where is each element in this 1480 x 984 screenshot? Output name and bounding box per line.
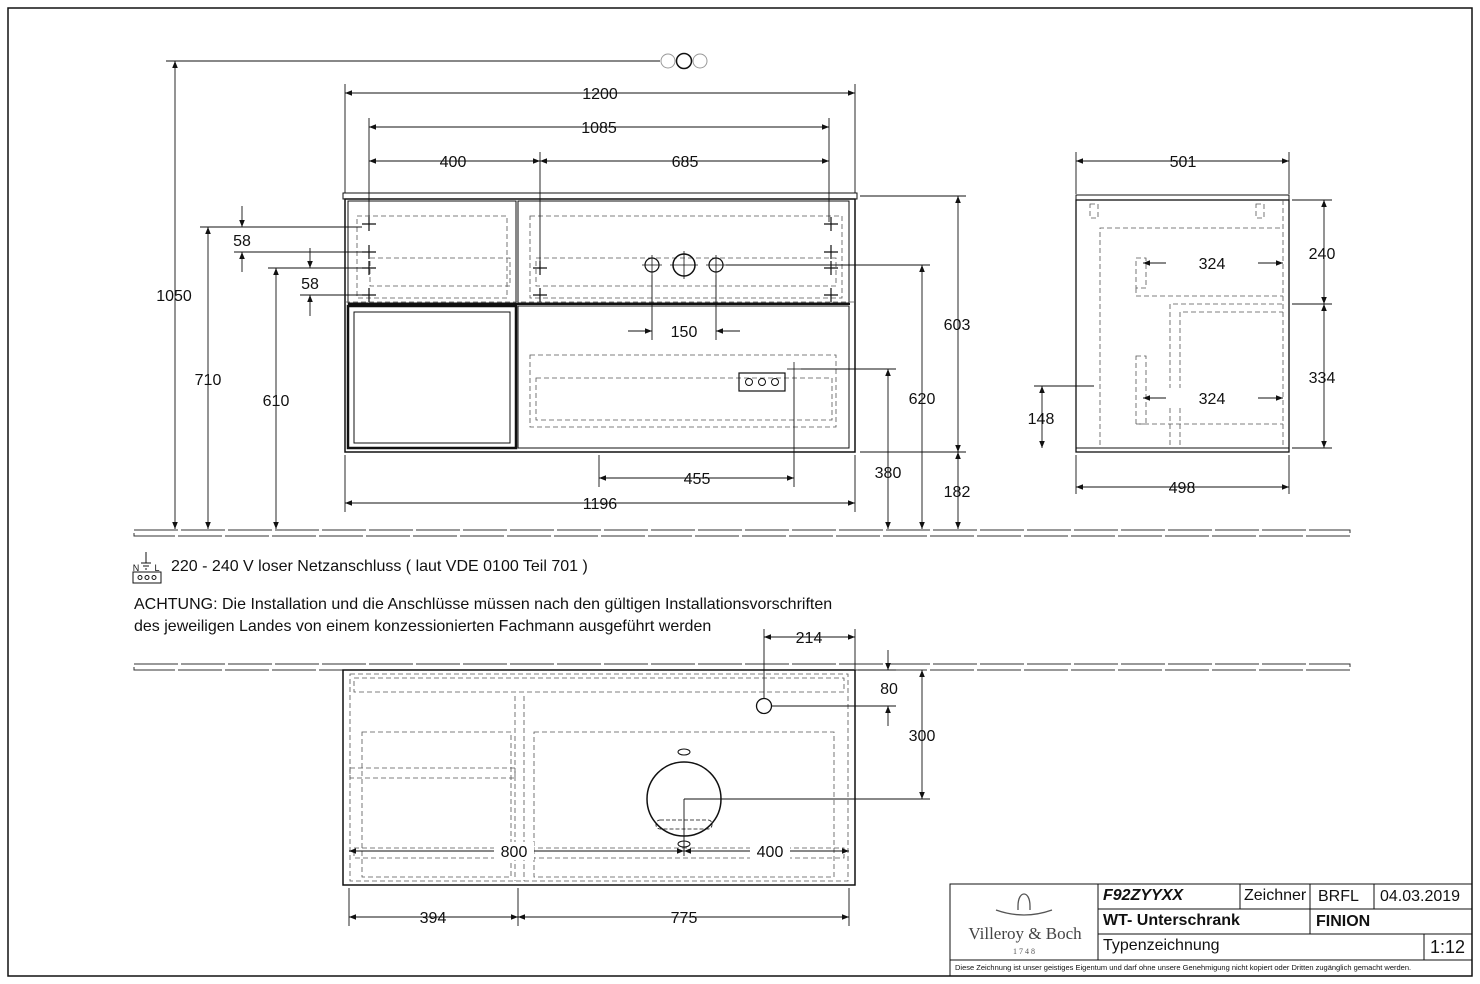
dim-width-1200: 1200 <box>582 86 618 103</box>
article-number: F92ZYYXX <box>1103 887 1184 904</box>
title-block-grid <box>949 883 1473 977</box>
power-symbol-n: N <box>133 563 140 573</box>
power-connection-note: 220 - 240 V loser Netzanschluss ( laut V… <box>171 558 588 575</box>
product-series: FINION <box>1316 913 1371 930</box>
dim-tap-spacing-150: 150 <box>671 324 698 341</box>
drawing-scale: 1:12 <box>1430 937 1466 957</box>
brand-name: Villeroy & Boch <box>968 924 1082 943</box>
product-description: WT- Unterschrank <box>1103 912 1240 929</box>
dim-depth-501: 501 <box>1170 154 1197 171</box>
dim-width-775: 775 <box>671 910 698 927</box>
brand-logo-mark <box>995 893 1053 916</box>
top-view <box>342 669 856 886</box>
top-dimension-lines <box>348 629 930 926</box>
dim-height-58-upper: 58 <box>233 233 251 250</box>
dim-height-603: 603 <box>944 317 971 334</box>
dim-height-1050: 1050 <box>156 288 192 305</box>
power-symbol-l: L <box>154 563 159 573</box>
side-view <box>1075 194 1290 453</box>
drain-symbol <box>660 52 708 70</box>
floor-line-upper <box>133 529 1351 537</box>
drawing-date: 04.03.2019 <box>1380 888 1461 905</box>
power-connection-symbol <box>132 552 162 584</box>
dim-height-240: 240 <box>1309 246 1336 263</box>
dim-depth-300: 300 <box>909 728 936 745</box>
top-dimension-labels: 214 80 300 800 400 394 775 <box>420 630 936 927</box>
dim-depth-324-upper: 324 <box>1199 256 1226 273</box>
dim-height-710: 710 <box>195 372 222 389</box>
dim-height-610: 610 <box>263 393 290 410</box>
warning-line-1: ACHTUNG: Die Installation und die Anschl… <box>134 596 833 613</box>
dim-width-455: 455 <box>684 471 711 488</box>
copyright-note: Diese Zeichnung ist unser geistiges Eige… <box>955 963 1412 972</box>
dim-height-380: 380 <box>875 465 902 482</box>
dim-width-800: 800 <box>501 844 528 861</box>
side-dimension-labels: 501 240 324 334 148 324 498 <box>1028 154 1336 497</box>
front-dimension-lines <box>166 60 966 529</box>
drawing-frame <box>7 7 1473 977</box>
drawing-type: Typenzeichnung <box>1103 937 1220 954</box>
dim-height-620: 620 <box>909 391 936 408</box>
dim-width-685: 685 <box>672 154 699 171</box>
dim-width-394: 394 <box>420 910 447 927</box>
dim-height-58-lower: 58 <box>301 276 319 293</box>
dim-depth-324-lower: 324 <box>1199 391 1226 408</box>
front-view <box>342 192 858 453</box>
dim-height-182: 182 <box>944 484 971 501</box>
dim-depth-498: 498 <box>1169 480 1196 497</box>
dim-width-400: 400 <box>440 154 467 171</box>
dim-width-400-top: 400 <box>757 844 784 861</box>
warning-line-2: des jeweiligen Landes von einem konzessi… <box>134 618 712 635</box>
drawer-label: Zeichner <box>1244 887 1307 904</box>
dim-height-334: 334 <box>1309 370 1336 387</box>
side-dimension-lines <box>1034 152 1332 494</box>
floor-line-lower <box>133 663 1351 671</box>
dim-width-1196: 1196 <box>583 496 618 513</box>
drawer-name: BRFL <box>1318 888 1359 905</box>
front-dimension-labels: 1200 1085 400 685 58 58 1050 710 610 150… <box>156 86 970 513</box>
dim-drain-depth-80: 80 <box>880 681 898 698</box>
dim-drain-offset-214: 214 <box>796 630 823 647</box>
dim-height-148: 148 <box>1028 411 1055 428</box>
dim-width-1085: 1085 <box>581 120 617 137</box>
brand-year: 1748 <box>1013 947 1037 956</box>
